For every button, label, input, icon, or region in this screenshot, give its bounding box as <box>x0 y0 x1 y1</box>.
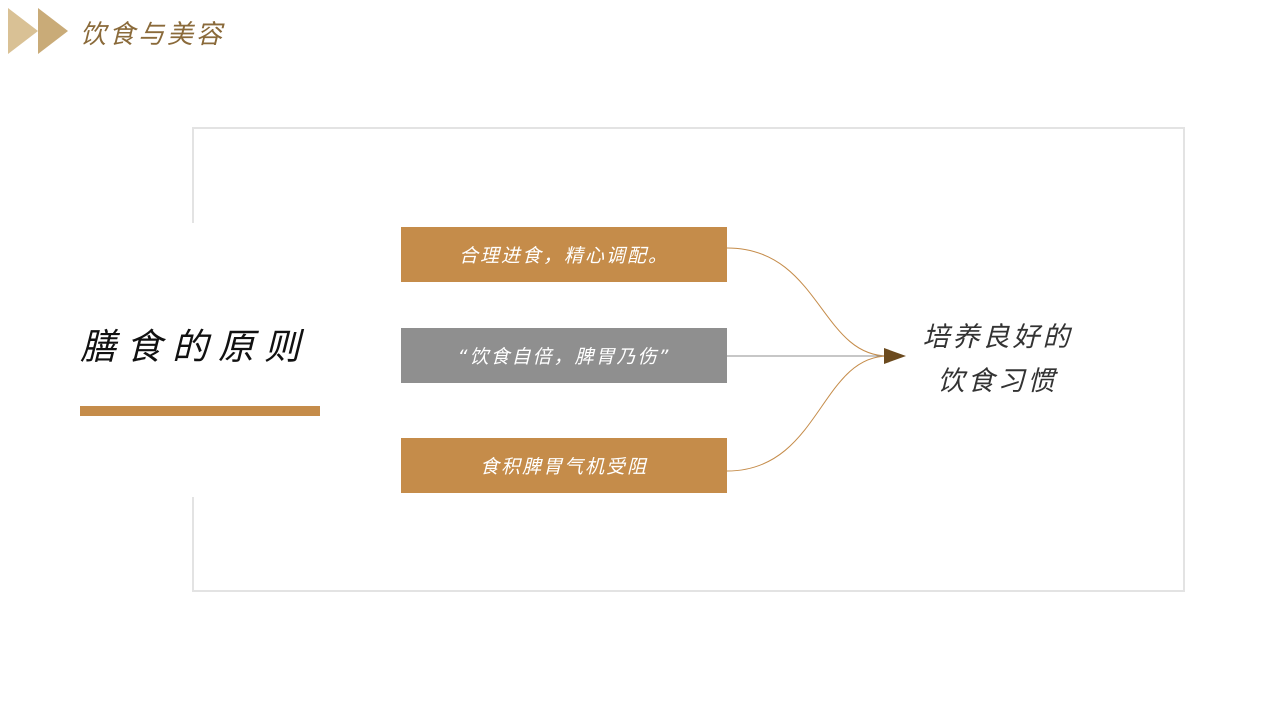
result-line-1: 培养良好的 <box>922 322 1073 353</box>
frame-border <box>192 590 1185 592</box>
result-text: 培养良好的 饮食习惯 <box>905 316 1090 404</box>
frame-border <box>192 127 194 223</box>
header-title: 饮食与美容 <box>80 20 226 50</box>
main-title: 膳食的原则 <box>80 327 311 368</box>
title-underline <box>80 406 320 416</box>
frame-border <box>192 497 194 592</box>
result-line-2: 饮食习惯 <box>937 366 1058 397</box>
principle-box-2: “饮食自倍，脾胃乃伤” <box>401 328 727 383</box>
frame-border <box>1183 127 1185 592</box>
frame-border <box>192 127 1185 129</box>
connector-curve-bottom <box>726 355 889 472</box>
connector-curve-top <box>726 247 889 357</box>
double-arrow-logo-icon <box>8 8 68 54</box>
principle-box-1: 合理进食，精心调配。 <box>401 227 727 282</box>
arrowhead-icon <box>884 348 906 364</box>
principle-box-3: 食积脾胃气机受阻 <box>401 438 727 493</box>
